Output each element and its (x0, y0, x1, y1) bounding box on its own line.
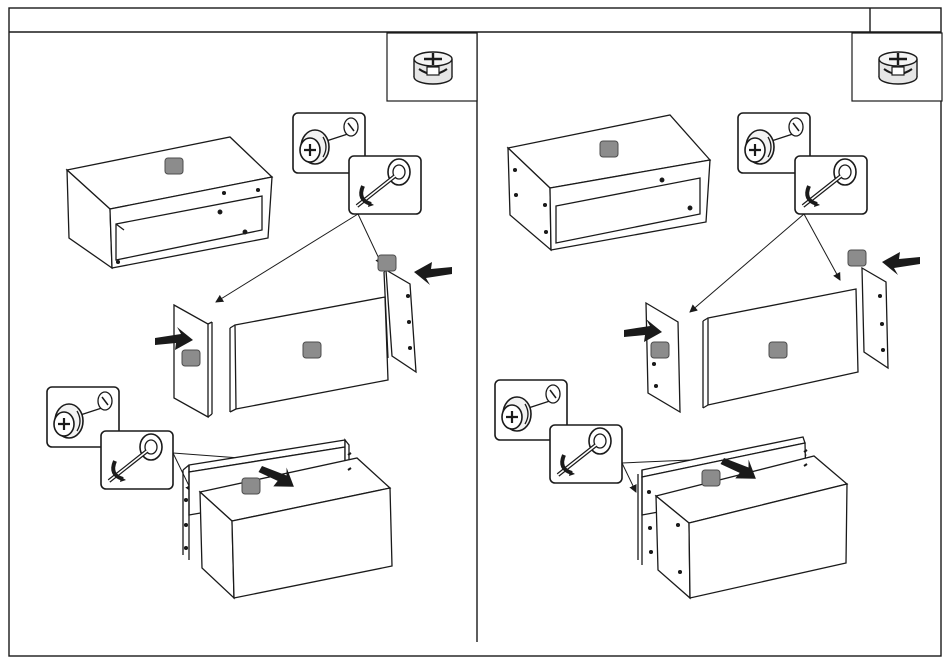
leader-line (622, 463, 636, 492)
push-arrow-icon (414, 262, 452, 285)
part-marker (242, 478, 260, 494)
screwdriver-detail-callout (101, 431, 173, 489)
right-panel (495, 33, 942, 598)
completed-cabinet-left (67, 137, 272, 268)
part-marker (848, 250, 866, 266)
completed-cabinet-right (508, 115, 710, 250)
part-marker (702, 470, 720, 486)
screwdriver-detail-callout (795, 156, 867, 214)
cam-lock-fitting-icon (387, 33, 477, 101)
leader-line (804, 214, 840, 280)
part-marker (651, 342, 669, 358)
side-panel-right (384, 270, 416, 372)
hardware-box-right (852, 33, 942, 101)
leader-line (690, 214, 804, 312)
cam-lock-fitting-icon (852, 33, 942, 101)
side-panel-right (862, 268, 888, 368)
part-marker (378, 255, 396, 271)
push-arrow-icon (882, 252, 920, 275)
cabinet-box-assembly (183, 440, 392, 598)
part-marker (600, 141, 618, 157)
part-marker (182, 350, 200, 366)
left-panel (47, 33, 477, 598)
part-marker (303, 342, 321, 358)
screwdriver-detail-callout (349, 156, 421, 214)
screwdriver-detail-callout (550, 425, 622, 483)
part-marker (165, 158, 183, 174)
part-marker (769, 342, 787, 358)
hardware-box-left (387, 33, 477, 101)
